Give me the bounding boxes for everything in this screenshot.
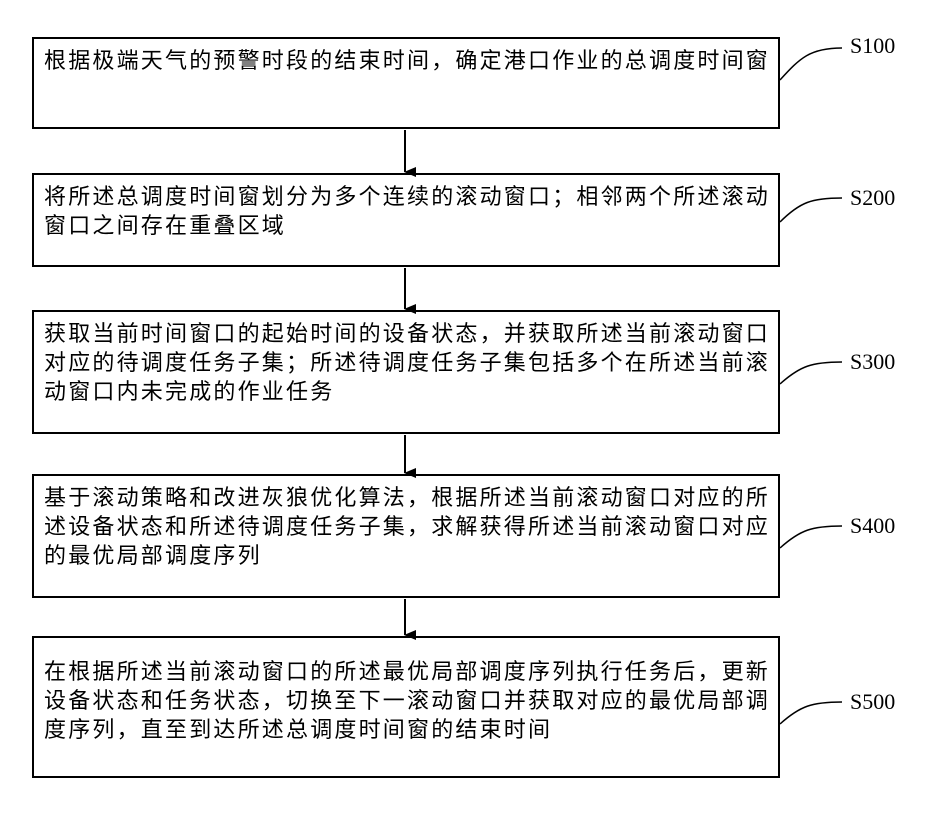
step-box-s100: 根据极端天气的预警时段的结束时间，确定港口作业的总调度时间窗	[32, 37, 780, 129]
step-box-s200: 将所述总调度时间窗划分为多个连续的滚动窗口；相邻两个所述滚动窗口之间存在重叠区域	[32, 173, 780, 267]
step-text-s400: 基于滚动策略和改进灰狼优化算法，根据所述当前滚动窗口对应的所述设备状态和所述待调…	[44, 484, 770, 571]
step-label-s100: S100	[850, 34, 895, 58]
leader-line-s400	[780, 526, 842, 548]
step-label-s500: S500	[850, 690, 895, 714]
leader-line-s200	[780, 198, 842, 222]
leader-line-s100	[780, 48, 842, 80]
step-text-s200: 将所述总调度时间窗划分为多个连续的滚动窗口；相邻两个所述滚动窗口之间存在重叠区域	[44, 183, 770, 241]
step-box-s400: 基于滚动策略和改进灰狼优化算法，根据所述当前滚动窗口对应的所述设备状态和所述待调…	[32, 474, 780, 598]
step-box-s300: 获取当前时间窗口的起始时间的设备状态，并获取所述当前滚动窗口对应的待调度任务子集…	[32, 310, 780, 434]
leader-line-s300	[780, 362, 842, 384]
step-label-s300: S300	[850, 350, 895, 374]
step-text-s100: 根据极端天气的预警时段的结束时间，确定港口作业的总调度时间窗	[44, 47, 770, 76]
step-box-s500: 在根据所述当前滚动窗口的所述最优局部调度序列执行任务后，更新设备状态和任务状态，…	[32, 636, 780, 778]
step-text-s300: 获取当前时间窗口的起始时间的设备状态，并获取所述当前滚动窗口对应的待调度任务子集…	[44, 320, 770, 407]
leader-line-s500	[780, 702, 842, 724]
step-text-s500: 在根据所述当前滚动窗口的所述最优局部调度序列执行任务后，更新设备状态和任务状态，…	[44, 658, 770, 745]
step-label-s400: S400	[850, 514, 895, 538]
step-label-s200: S200	[850, 186, 895, 210]
